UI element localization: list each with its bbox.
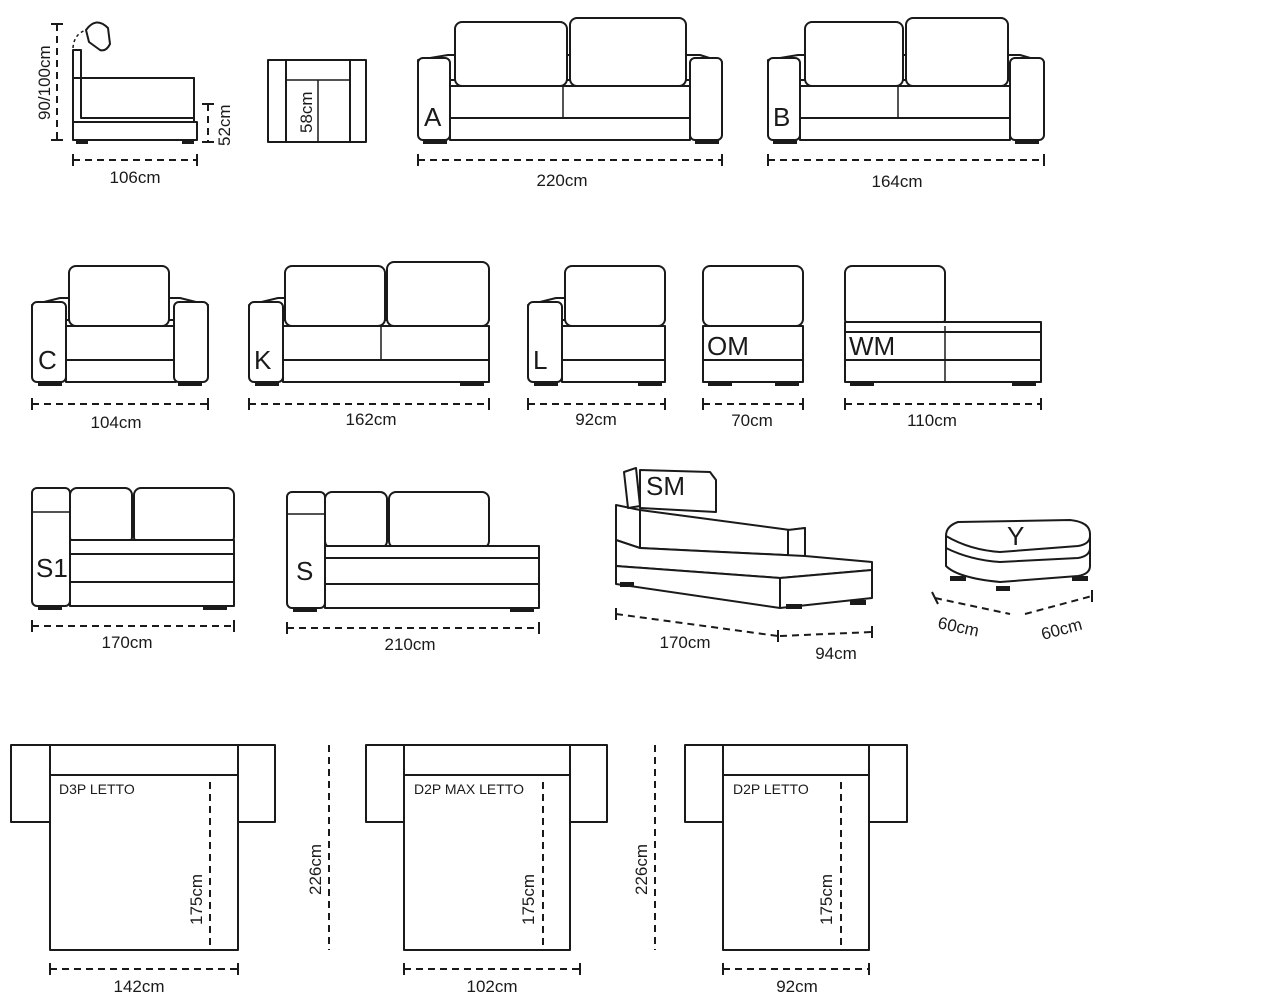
module-s-width: 210cm [384, 635, 435, 654]
module-y-depth: 60cm [1039, 615, 1084, 644]
bed-d2p-max-letto: D2P MAX LETTO 175cm 102cm [365, 744, 608, 996]
module-k-width: 162cm [345, 410, 396, 429]
module-s: S 210cm [286, 491, 540, 654]
module-l-code: L [533, 345, 547, 375]
bed-1-width: 142cm [113, 977, 164, 996]
bed-d3p-letto: D3P LETTO 175cm 142cm [10, 744, 276, 996]
module-c: C 104cm [31, 265, 209, 432]
bed-1-length: 175cm [187, 874, 206, 925]
module-wm: WM 110cm [844, 265, 1042, 430]
module-sm: SM 170cm 94cm [615, 467, 873, 663]
module-c-width: 104cm [90, 413, 141, 432]
side-depth-label: 106cm [109, 168, 160, 187]
module-l: L 92cm [527, 265, 666, 429]
module-b: B 164cm [767, 17, 1045, 191]
bed-2-length: 175cm [519, 874, 538, 925]
module-a: A 220cm [417, 17, 723, 190]
module-y-code: Y [1007, 521, 1024, 551]
module-om-code: OM [707, 331, 749, 361]
bed-3-name: D2P LETTO [733, 781, 809, 797]
module-wm-code: WM [849, 331, 895, 361]
module-sm-width: 170cm [659, 633, 710, 652]
bed-2-width: 102cm [466, 977, 517, 996]
bed-total-length-dim-2: 226cm [632, 745, 656, 950]
module-s1: S1 170cm [31, 487, 235, 652]
module-k: K 162cm [248, 261, 490, 429]
arm-width-label: 58cm [297, 91, 316, 133]
bed-2-name: D2P MAX LETTO [414, 781, 524, 797]
module-b-width: 164cm [871, 172, 922, 191]
module-y-width: 60cm [936, 613, 981, 640]
bed-d2p-letto: D2P LETTO 175cm 92cm [684, 744, 908, 996]
module-s1-code: S1 [36, 553, 68, 583]
module-y: Y 60cm 60cm [931, 519, 1093, 644]
module-l-width: 92cm [575, 410, 617, 429]
module-om-width: 70cm [731, 411, 773, 430]
side-height-label: 90/100cm [35, 45, 54, 120]
module-s-code: S [296, 556, 313, 586]
bed-total-length-1: 226cm [306, 844, 325, 895]
module-sm-code: SM [646, 471, 685, 501]
module-s1-width: 170cm [101, 633, 152, 652]
bed-total-length-2: 226cm [632, 844, 651, 895]
module-sm-depth: 94cm [815, 644, 857, 663]
bed-3-width: 92cm [776, 977, 818, 996]
module-a-code: A [424, 102, 442, 132]
seat-height-label: 52cm [215, 104, 234, 146]
arm-front-view: 58cm [267, 59, 367, 143]
module-a-width: 220cm [536, 171, 587, 190]
module-c-code: C [38, 345, 57, 375]
bed-1-name: D3P LETTO [59, 781, 135, 797]
module-b-code: B [773, 102, 790, 132]
module-om: OM 70cm [702, 265, 804, 430]
bed-3-length: 175cm [817, 874, 836, 925]
module-k-code: K [254, 345, 272, 375]
side-profile-view: 90/100cm 52cm 106cm [35, 21, 234, 187]
module-wm-width: 110cm [907, 411, 957, 430]
bed-total-length-dim-1: 226cm [306, 745, 330, 950]
